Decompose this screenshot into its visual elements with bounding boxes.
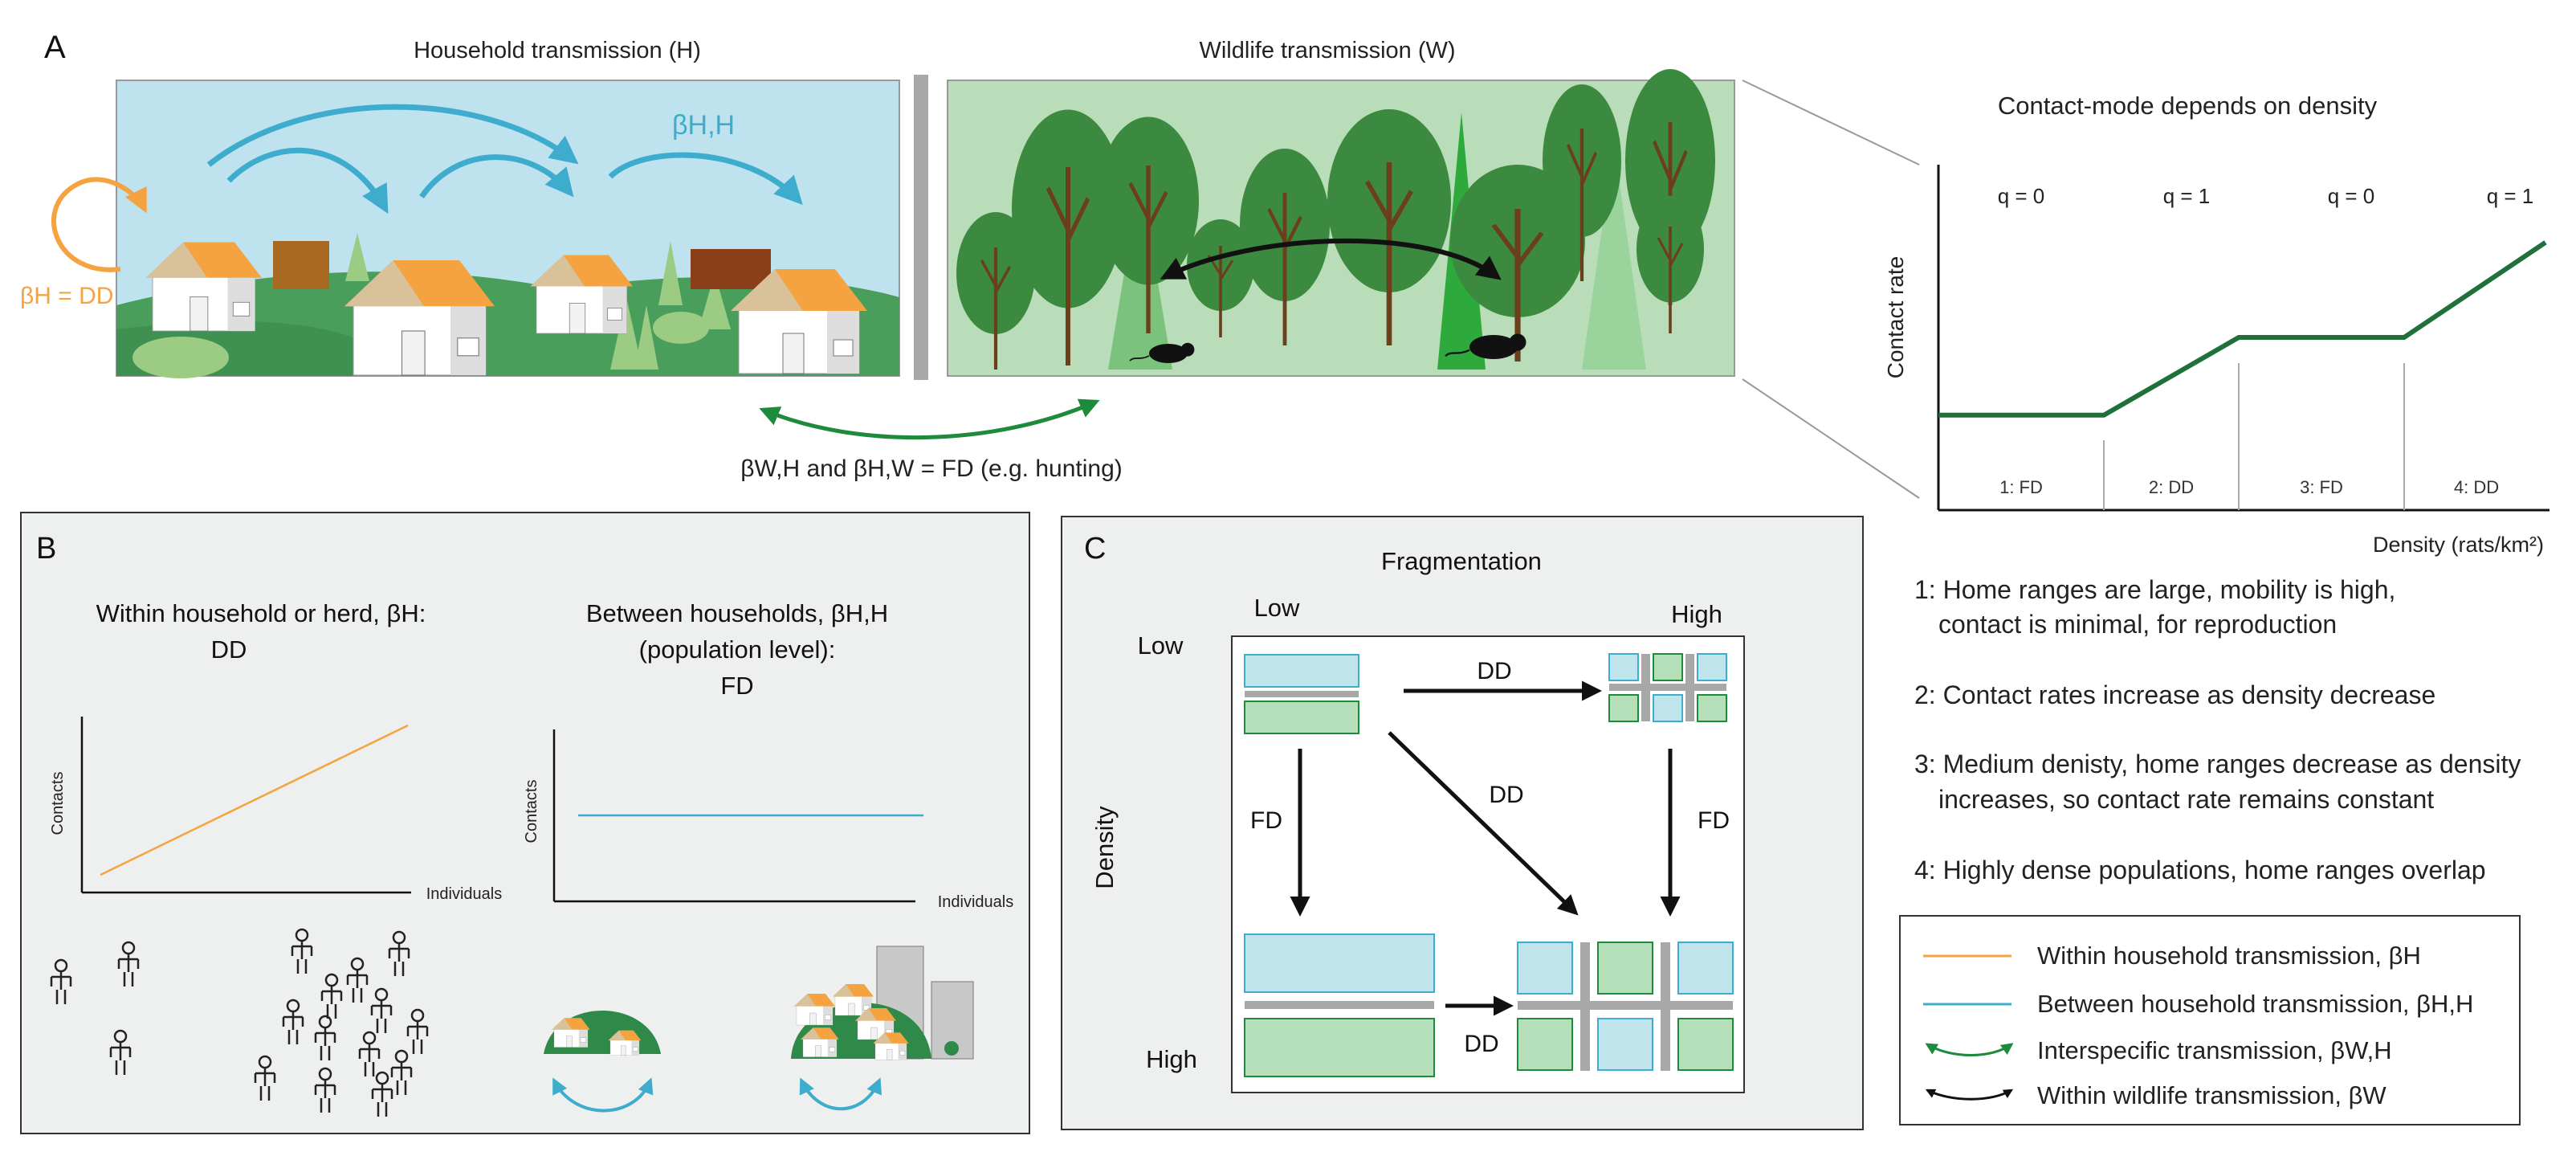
q-label: q = 0	[2328, 184, 2375, 208]
row-high: High	[1146, 1045, 1197, 1073]
legend: Within household transmission, βH Betwee…	[1899, 915, 2521, 1125]
zone-label: 1: FD	[1999, 477, 2043, 497]
note-line: 4: Highly dense populations, home ranges…	[1914, 856, 2486, 884]
beta-h-dd-label: βH = DD	[20, 283, 113, 309]
panel-a: A Household transmission (H) Wildlife tr…	[20, 30, 2550, 1125]
arrow-label: DD	[1489, 782, 1523, 808]
between-household-arrow	[799, 1077, 882, 1111]
note-line: 2: Contact rates increase as density dec…	[1914, 680, 2435, 709]
zone-label: 3: FD	[2300, 477, 2343, 497]
y-axis-label: Contacts	[523, 780, 540, 844]
arrow-label: FD	[1698, 807, 1730, 834]
small-village	[544, 1011, 661, 1113]
legend-item: Between household transmission, βH,H	[2037, 990, 2473, 1018]
note-line: 1: Home ranges are large, mobility is hi…	[1914, 575, 2395, 604]
left-title: Within household or herd, βH:	[96, 599, 426, 627]
note-line: 3: Medium denisty, home ranges decrease …	[1914, 750, 2521, 778]
bush	[653, 312, 709, 344]
y-axis-label: Contact rate	[1883, 256, 1908, 379]
note-line: increases, so contact rate remains const…	[1938, 785, 2434, 814]
zoom-line	[1742, 80, 1920, 165]
q-label: q = 1	[2487, 184, 2534, 208]
col-high: High	[1671, 600, 1722, 628]
between-household-arrow	[608, 152, 803, 206]
between-household-arrow	[552, 1077, 654, 1113]
zone-label: 2: DD	[2149, 477, 2194, 497]
q-label: q = 1	[2163, 184, 2211, 208]
arrow-dd-diagonal	[1388, 731, 1579, 916]
dense-town	[791, 946, 974, 1111]
beta-hh-label: βH,H	[672, 110, 735, 141]
x-axis-label: Individuals	[938, 893, 1014, 911]
panel-b-label: B	[36, 532, 56, 566]
arrow-label: DD	[1464, 1031, 1498, 1057]
note-line: contact is minimal, for reproduction	[1938, 610, 2337, 639]
habitat-patch-blue	[1244, 933, 1435, 993]
legend-swatch-black	[1925, 1089, 2014, 1101]
x-axis-label: Individuals	[426, 885, 503, 903]
within-wildlife-arrow	[1160, 239, 1502, 280]
fragmented-small	[1608, 653, 1727, 722]
within-household-arrow	[51, 177, 147, 272]
right-title: FD	[720, 672, 753, 700]
between-household-arrow	[226, 147, 389, 214]
interspecific-arrow	[759, 398, 1100, 440]
right-title: (population level):	[639, 635, 836, 664]
panel-c: C Fragmentation Low High Low High Densit…	[1061, 516, 1864, 1130]
habitat-patch-green	[1244, 701, 1359, 734]
col-low: Low	[1254, 594, 1300, 622]
tree-small	[345, 233, 369, 281]
scene-divider	[914, 75, 928, 380]
interspecific-caption: βW,H and βH,W = FD (e.g. hunting)	[740, 455, 1123, 482]
density-axis-label: Density	[1090, 806, 1119, 889]
legend-swatch-green	[1925, 1043, 2014, 1056]
y-axis-label: Contacts	[49, 772, 67, 835]
habitat-patch-blue	[1244, 654, 1359, 688]
panel-b: B Within household or herd, βH: DD Betwe…	[20, 512, 1030, 1134]
household-scene: βH,H βH = DD	[20, 80, 900, 378]
legend-item: Within wildlife transmission, βW	[2037, 1081, 2386, 1109]
between-household-arrow	[419, 154, 574, 198]
x-axis-label: Density (rats/km²)	[2373, 533, 2544, 557]
household-title: Household transmission (H)	[414, 38, 701, 63]
right-title: Between households, βH,H	[586, 599, 888, 627]
row-low: Low	[1138, 631, 1184, 660]
between-household-arrow	[206, 104, 579, 167]
q-label: q = 0	[1998, 184, 2045, 208]
legend-item: Interspecific transmission, βW,H	[2037, 1036, 2392, 1064]
panel-c-label: C	[1084, 532, 1106, 566]
zone-notes: 1: Home ranges are large, mobility is hi…	[1914, 575, 2521, 884]
contact-rate-line	[1938, 240, 2547, 418]
arrow-label: DD	[1477, 658, 1511, 684]
bush	[132, 337, 229, 378]
habitat-patch-green	[1244, 1018, 1435, 1077]
left-title: DD	[211, 635, 247, 664]
wildlife-scene	[947, 69, 1735, 377]
zoom-line	[1742, 378, 1920, 499]
panel-a-label: A	[44, 30, 66, 65]
zone-label: 4: DD	[2454, 477, 2499, 497]
fragmented-large	[1517, 942, 1734, 1071]
arrow-label: FD	[1250, 807, 1282, 834]
chart-title: Contact-mode depends on density	[1998, 92, 2378, 120]
fragmentation-title: Fragmentation	[1381, 547, 1542, 575]
legend-item: Within household transmission, βH	[2037, 942, 2421, 970]
wildlife-title: Wildlife transmission (W)	[1199, 38, 1455, 63]
within-household-line	[100, 724, 409, 876]
contact-mode-chart: Contact-mode depends on density q = 0 q …	[1883, 92, 2550, 557]
